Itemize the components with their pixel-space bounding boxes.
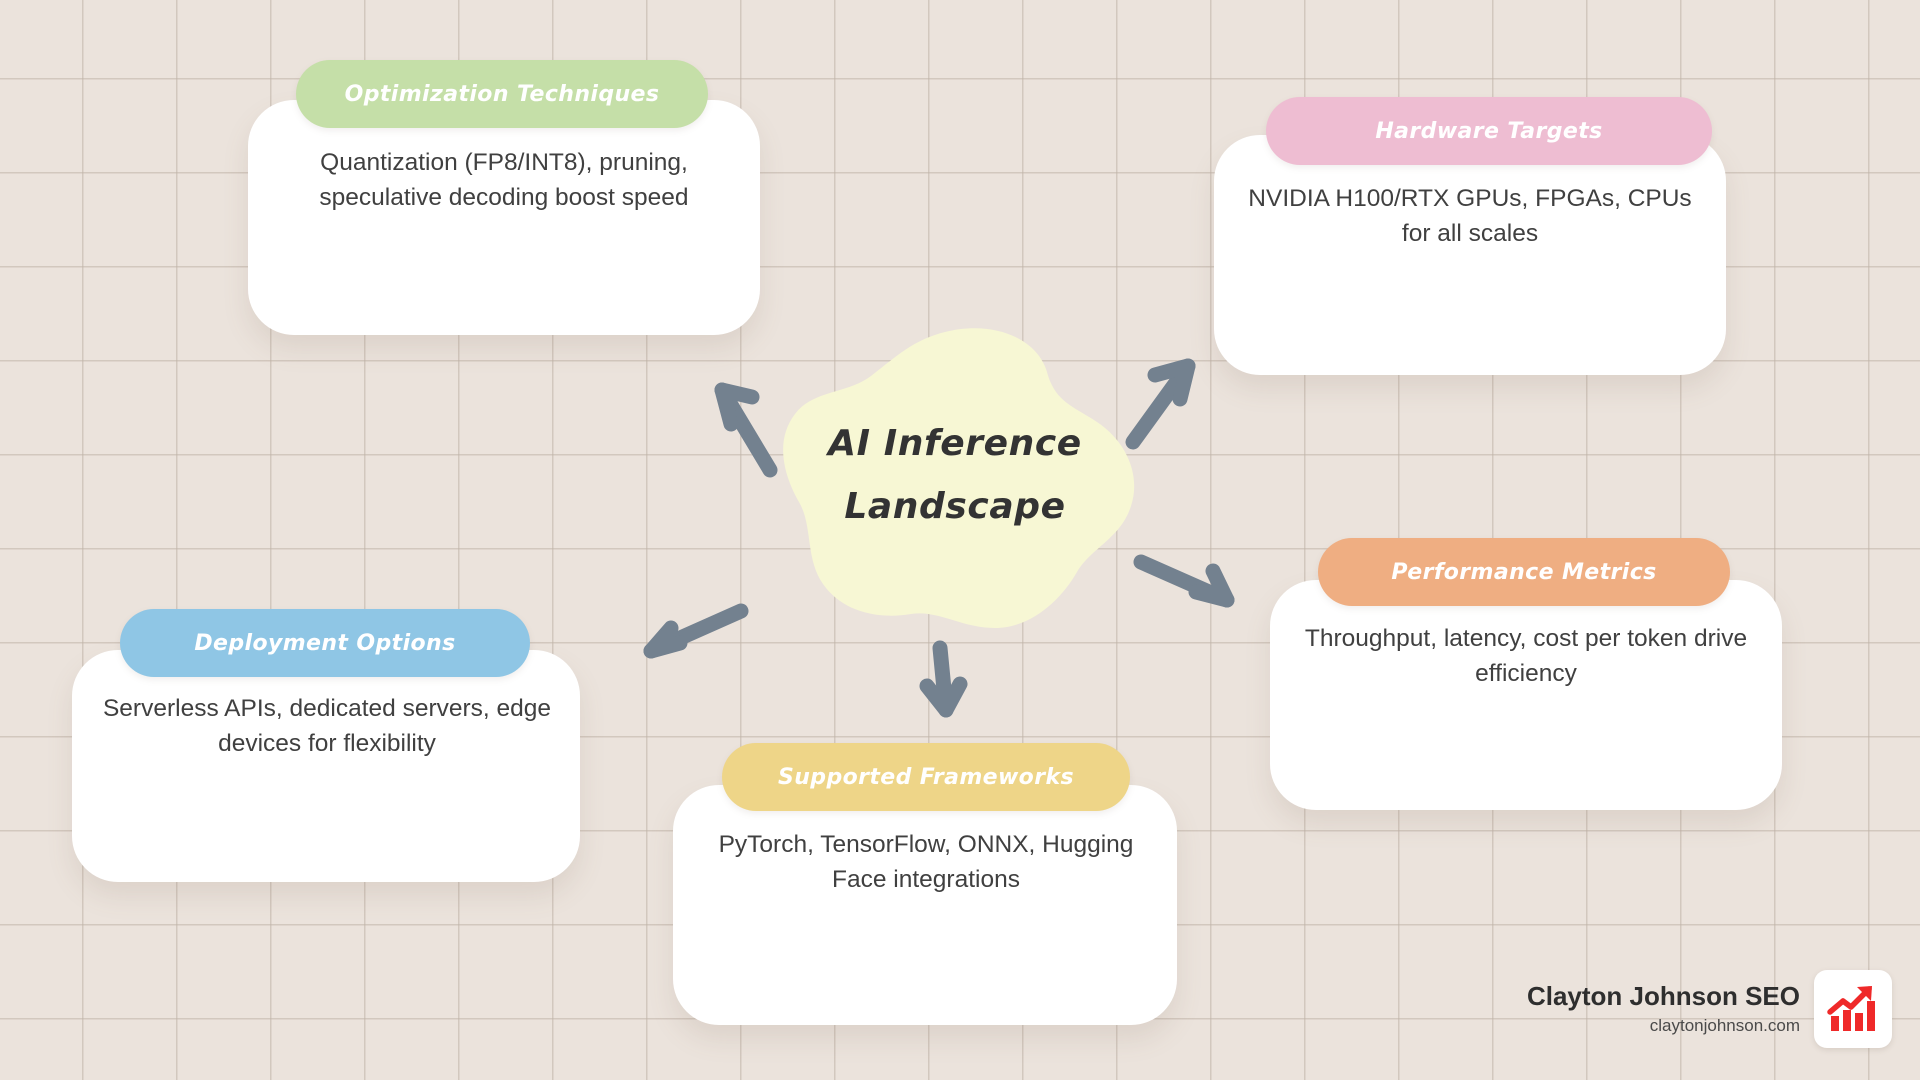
branding: Clayton Johnson SEO claytonjohnson.com [1527, 970, 1892, 1048]
branch-hardware-title: Hardware Targets [1375, 118, 1603, 144]
center-label-line2: Landscape [844, 486, 1066, 527]
growth-bar-chart-icon [1827, 986, 1875, 1031]
branch-hardware-pill[interactable]: Hardware Targets [1266, 97, 1712, 165]
branch-deployment-card [72, 650, 580, 882]
center-node-label: AI Inference Landscape [755, 310, 1155, 640]
brand-url: claytonjohnson.com [1649, 1015, 1800, 1035]
branding-text: Clayton Johnson SEO claytonjohnson.com [1527, 981, 1800, 1037]
branch-deployment-pill[interactable]: Deployment Options [120, 609, 530, 677]
branch-optimization-description: Quantization (FP8/INT8), pruning, specul… [319, 149, 689, 211]
branch-hardware-description: NVIDIA H100/RTX GPUs, FPGAs, CPUs for al… [1248, 185, 1692, 247]
branch-frameworks-title: Supported Frameworks [778, 764, 1074, 790]
branch-optimization-card [248, 100, 760, 335]
branch-frameworks-description: PyTorch, TensorFlow, ONNX, Hugging Face … [718, 831, 1134, 893]
branch-performance-title: Performance Metrics [1391, 559, 1657, 585]
branch-performance-description: Throughput, latency, cost per token driv… [1304, 625, 1748, 687]
branch-frameworks-pill[interactable]: Supported Frameworks [722, 743, 1130, 811]
branch-optimization-pill[interactable]: Optimization Techniques [296, 60, 708, 128]
brand-name: Clayton Johnson SEO [1526, 981, 1800, 1012]
center-label-line1: AI Inference [828, 423, 1082, 464]
branch-deployment-title: Deployment Options [194, 630, 456, 656]
brand-logo [1814, 970, 1892, 1048]
branch-performance-card [1270, 580, 1782, 810]
branch-hardware-card [1214, 135, 1726, 375]
branch-deployment-description: Serverless APIs, dedicated servers, edge… [102, 695, 552, 757]
branch-optimization-title: Optimization Techniques [344, 81, 660, 107]
center-node-blob [783, 328, 1135, 628]
branch-performance-pill[interactable]: Performance Metrics [1318, 538, 1730, 606]
branch-frameworks-card [673, 785, 1177, 1025]
center-node[interactable]: AI Inference Landscape [755, 310, 1155, 640]
